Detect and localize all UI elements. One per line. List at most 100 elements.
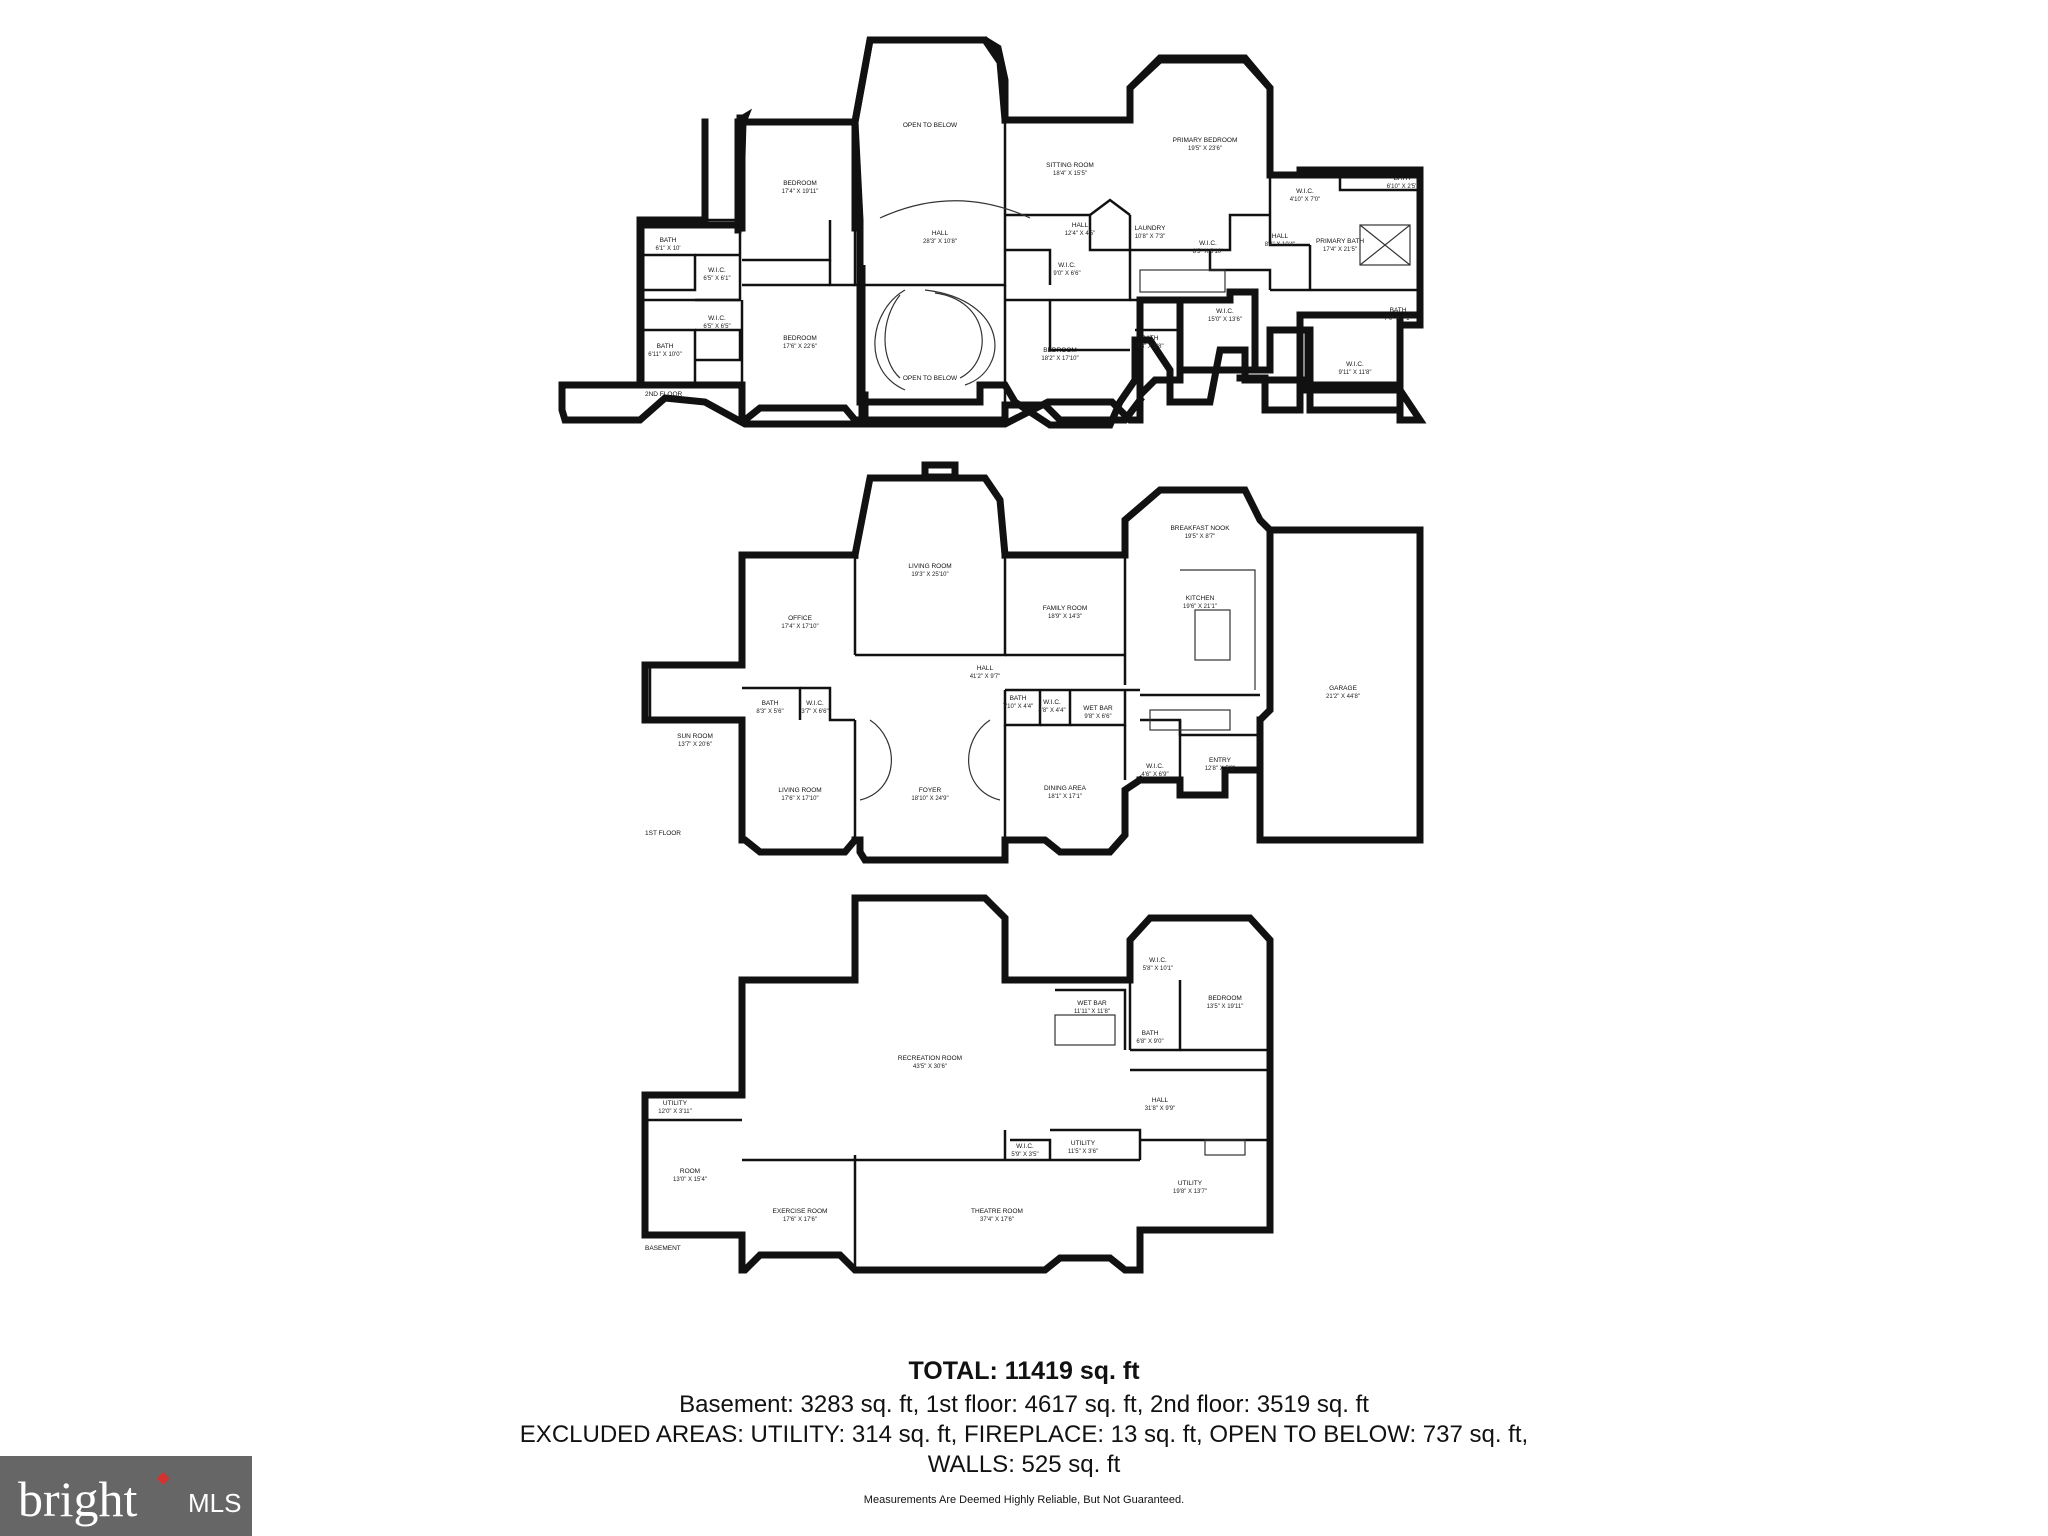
- room-label: DINING AREA: [1044, 785, 1087, 792]
- room-label: BATH: [1390, 307, 1407, 314]
- room-label: UTILITY: [663, 1100, 688, 1107]
- room-dims: 17'6" X 17'6": [783, 1217, 817, 1223]
- room-dims: 12'0" X 3'11": [658, 1109, 691, 1115]
- room-dims: 4'10" X 7'0": [1290, 197, 1321, 203]
- first-floor-label: 1ST FLOOR: [645, 830, 681, 837]
- room-dims: 6'10" X 2'5": [1387, 184, 1418, 190]
- room-label: W.I.C.: [1296, 188, 1314, 195]
- room-label: LIVING ROOM: [778, 787, 821, 794]
- room-dims: 4'8" X 4'4": [1038, 708, 1065, 714]
- room-dims: 43'5" X 30'6": [913, 1064, 947, 1070]
- room-label: HALL: [1272, 233, 1289, 240]
- room-dims: 15'0" X 13'6": [1208, 317, 1242, 323]
- room-dims: 3'7" X 6'6": [801, 709, 828, 715]
- room-dims: 19'3" X 25'10": [911, 572, 948, 578]
- room-label: ENTRY: [1209, 757, 1232, 764]
- room-dims: 6'5" X 6'1": [703, 276, 730, 282]
- room-dims: 13'5" X 19'11": [1207, 1004, 1244, 1010]
- room-label: PRIMARY BEDROOM: [1173, 137, 1238, 144]
- room-dims: 6'11" X 10'0": [648, 352, 681, 358]
- room-dims: 6'5" X 6'5": [703, 324, 730, 330]
- room-dims: 18'2" X 17'10": [1041, 356, 1078, 362]
- room-label: W.I.C.: [1216, 308, 1234, 315]
- room-dims: 7'10" X 4'4": [1003, 704, 1034, 710]
- room-dims: 17'4" X 21'5": [1323, 247, 1357, 253]
- room-dims: 8'4" X 10'4": [1265, 242, 1296, 248]
- room-dims: 4'6" X 6'9": [1141, 772, 1168, 778]
- wall-area: WALLS: 525 sq. ft: [927, 1451, 1121, 1478]
- room-label: OPEN TO BELOW: [903, 122, 958, 129]
- room-label: BEDROOM: [1208, 995, 1242, 1002]
- room-label: EXERCISE ROOM: [773, 1208, 828, 1215]
- room-label: FOYER: [919, 787, 942, 794]
- room-dims: 12'4" X 4'5": [1065, 231, 1096, 237]
- second-floor-rooms: [636, 36, 1424, 424]
- first-floor-plan: [641, 461, 1424, 864]
- room-dims: 28'3" X 10'8": [923, 239, 957, 245]
- room-label: W.I.C.: [1149, 957, 1167, 964]
- room-dims: 21'2" X 44'8": [1326, 694, 1360, 700]
- room-dims: 31'8" X 9'9": [1145, 1106, 1176, 1112]
- room-dims: 41'2" X 9'7": [970, 674, 1001, 680]
- second-floor-shell: [558, 36, 1424, 428]
- room-dims: 13'0" X 15'4": [673, 1177, 707, 1183]
- room-label: W.I.C.: [708, 315, 726, 322]
- second-floor-plan: [558, 36, 1427, 429]
- room-label: KITCHEN: [1186, 595, 1215, 602]
- room-label: HALL: [1152, 1097, 1169, 1104]
- room-dims: 18'4" X 15'5": [1053, 171, 1087, 177]
- excluded-areas: EXCLUDED AREAS: UTILITY: 314 sq. ft, FIR…: [519, 1421, 1529, 1448]
- room-label: UTILITY: [1178, 1180, 1203, 1187]
- room-dims: 9'8" X 6'6": [1084, 714, 1111, 720]
- room-dims: 12'8" X 5'8": [1205, 766, 1236, 772]
- room-label: LAUNDRY: [1135, 225, 1167, 232]
- logo-accent-icon: [157, 1472, 170, 1485]
- second-floor-label: 2ND FLOOR: [645, 391, 683, 398]
- room-dims: 7'8" X 9'8": [1136, 344, 1163, 350]
- room-label: ROOM: [680, 1168, 700, 1175]
- room-label: HALL: [932, 230, 949, 237]
- room-dims: 10'8" X 7'3": [1135, 234, 1166, 240]
- room-dims: 5'8" X 10'1": [1143, 966, 1174, 972]
- room-dims: 5'9" X 3'5": [1011, 1152, 1038, 1158]
- room-label: HALL: [977, 665, 994, 672]
- logo-brand: bright: [18, 1471, 138, 1527]
- basement-label: BASEMENT: [645, 1245, 681, 1252]
- room-label: THEATRE ROOM: [971, 1208, 1023, 1215]
- room-label: W.I.C.: [1346, 361, 1364, 368]
- room-dims: 6'1" X 10': [655, 246, 680, 252]
- room-dims: 9'11" X 11'8": [1338, 370, 1371, 376]
- first-floor-labels: LIVING ROOM 19'3" X 25'10" BREAKFAST NOO…: [677, 525, 1360, 802]
- room-label: BATH: [1142, 1030, 1159, 1037]
- room-dims: 18'10" X 24'9": [911, 796, 948, 802]
- room-label: GARAGE: [1329, 685, 1357, 692]
- room-label: BATH: [762, 700, 779, 707]
- room-label: SUN ROOM: [677, 733, 713, 740]
- room-label: BATH: [1394, 175, 1411, 182]
- disclaimer-note: Measurements Are Deemed Highly Reliable,…: [863, 1494, 1185, 1506]
- room-dims: 19'6" X 21'1": [1183, 604, 1217, 610]
- room-dims: 18'1" X 17'1": [1048, 794, 1082, 800]
- room-dims: 37'4" X 17'6": [980, 1217, 1014, 1223]
- room-dims: 19'5" X 8'7": [1185, 534, 1216, 540]
- room-label: W.I.C.: [806, 700, 824, 707]
- room-label: HALL: [1072, 222, 1089, 229]
- room-label: WET BAR: [1077, 1000, 1107, 1007]
- room-label: W.I.C.: [1058, 262, 1076, 269]
- room-label: WET BAR: [1083, 705, 1113, 712]
- total-area: TOTAL: 11419 sq. ft: [908, 1357, 1140, 1385]
- room-label: BATH: [657, 343, 674, 350]
- second-floor-labels: BEDROOM 17'4" X 19'11" OPEN TO BELOW SIT…: [648, 122, 1417, 382]
- bright-mls-logo: bright MLS: [0, 1456, 252, 1536]
- room-label: W.I.C.: [708, 267, 726, 274]
- room-dims: 17'4" X 17'10": [781, 624, 818, 630]
- room-label: LIVING ROOM: [908, 563, 951, 570]
- basement-labels: W.I.C. 5'8" X 10'1" BEDROOM 13'5" X 19'1…: [658, 957, 1243, 1223]
- room-label: BATH: [1142, 335, 1159, 342]
- room-label: FAMILY ROOM: [1043, 605, 1088, 612]
- room-dims: 9'0" X 6'6": [1053, 271, 1080, 277]
- room-dims: 17'4" X 19'11": [782, 189, 819, 195]
- room-dims: 18'9" X 14'3": [1048, 614, 1082, 620]
- room-label: W.I.C.: [1043, 699, 1061, 706]
- room-label: PRIMARY BATH: [1316, 238, 1364, 245]
